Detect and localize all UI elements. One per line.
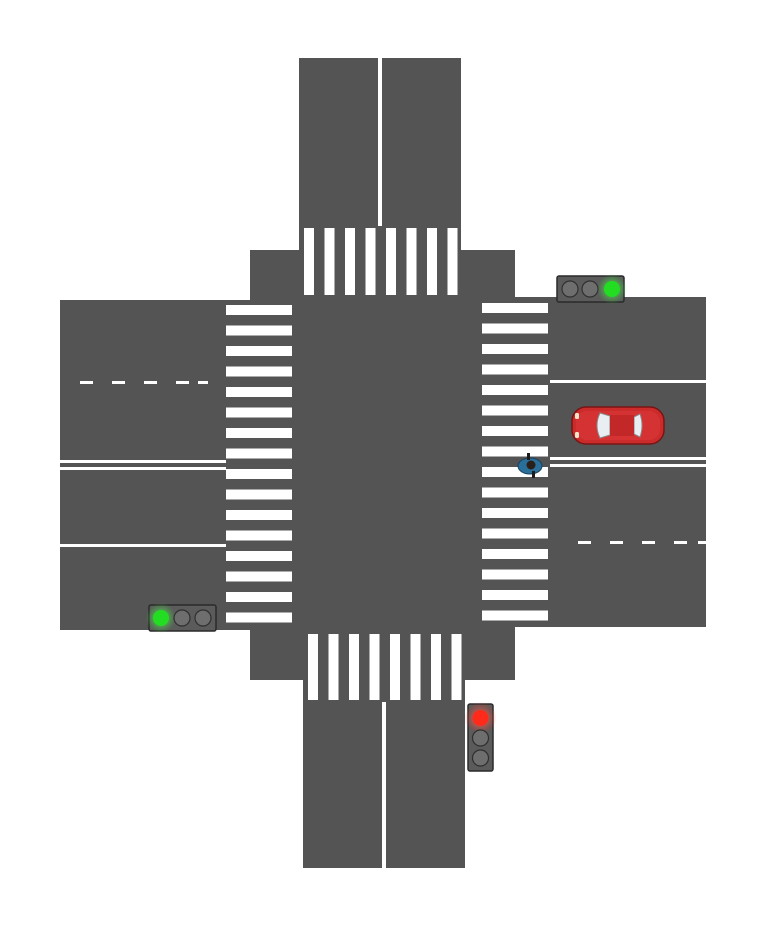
- east-crosswalk: [482, 303, 548, 621]
- north-crosswalk-stripe: [447, 228, 458, 295]
- west-crosswalk-stripe: [226, 305, 292, 315]
- north-crosswalk-stripe: [324, 228, 335, 295]
- west-crosswalk-stripe: [226, 407, 292, 418]
- west-crosswalk-stripe: [226, 346, 292, 356]
- tl-east-green-lamp: [604, 281, 620, 297]
- east-crosswalk-stripe: [482, 364, 548, 375]
- traffic-light-east: [556, 274, 627, 304]
- south-crosswalk-stripe: [451, 634, 462, 700]
- tl-west-lamp-3: [194, 609, 212, 627]
- west-crosswalk-stripe: [226, 448, 292, 459]
- west-crosswalk-stripe: [226, 428, 292, 438]
- west-crosswalk-stripe: [226, 530, 292, 541]
- east-crosswalk-stripe: [482, 487, 548, 498]
- south-crosswalk-stripe: [410, 634, 421, 700]
- east-crosswalk-stripe: [482, 323, 548, 334]
- west-dashed-line: [80, 381, 208, 384]
- car-windshield: [596, 412, 611, 439]
- intersection-center: [250, 250, 515, 680]
- east-crosswalk-stripe: [482, 590, 548, 600]
- south-crosswalk-stripe: [308, 634, 318, 700]
- south-crosswalk-stripe: [328, 634, 339, 700]
- tl-south-lamp-3: [471, 749, 490, 767]
- west-lane-line: [60, 544, 226, 547]
- south-crosswalk: [308, 634, 462, 700]
- north-center-line: [378, 58, 382, 226]
- west-crosswalk-stripe: [226, 366, 292, 377]
- tl-west-lamp-2: [173, 609, 191, 627]
- traffic-light-west: [146, 603, 217, 633]
- west-crosswalk-stripe: [226, 325, 292, 336]
- west-crosswalk-stripe: [226, 592, 292, 602]
- east-dashed-line: [578, 541, 706, 544]
- south-crosswalk-stripe: [431, 634, 441, 700]
- tl-south-red-lamp: [472, 710, 489, 726]
- east-crosswalk-stripe: [482, 426, 548, 436]
- west-crosswalk-stripe: [226, 469, 292, 479]
- south-crosswalk-stripe: [349, 634, 359, 700]
- east-lane-line: [550, 380, 706, 383]
- pedestrian: [517, 453, 543, 478]
- east-crosswalk-stripe: [482, 549, 548, 559]
- west-crosswalk-stripe: [226, 571, 292, 582]
- east-double-line: [550, 457, 706, 467]
- south-crosswalk-stripe: [369, 634, 380, 700]
- east-crosswalk-stripe: [482, 467, 548, 477]
- south-crosswalk-stripe: [390, 634, 400, 700]
- tl-east-lamp-2: [581, 280, 599, 298]
- traffic-light-south: [464, 702, 497, 772]
- north-crosswalk: [304, 228, 458, 295]
- west-crosswalk-stripe: [226, 387, 292, 397]
- corner-ne: [461, 250, 511, 298]
- east-crosswalk-stripe: [482, 569, 548, 580]
- corner-se: [464, 626, 515, 680]
- car: [571, 406, 665, 445]
- east-crosswalk-stripe: [482, 610, 548, 621]
- north-crosswalk-stripe: [304, 228, 314, 295]
- north-crosswalk-stripe: [386, 228, 396, 295]
- west-crosswalk: [226, 305, 292, 623]
- car-rear-window: [633, 413, 643, 438]
- east-crosswalk-stripe: [482, 446, 548, 457]
- north-crosswalk-stripe: [406, 228, 417, 295]
- east-crosswalk-stripe: [482, 303, 548, 313]
- west-double-line: [60, 460, 226, 470]
- corner-nw: [249, 250, 299, 300]
- east-crosswalk-stripe: [482, 344, 548, 354]
- north-crosswalk-stripe: [345, 228, 355, 295]
- east-crosswalk-stripe: [482, 508, 548, 518]
- west-crosswalk-stripe: [226, 551, 292, 561]
- tl-south-lamp-2: [471, 729, 490, 747]
- tl-west-green-lamp: [153, 610, 169, 626]
- east-crosswalk-stripe: [482, 528, 548, 539]
- north-crosswalk-stripe: [427, 228, 437, 295]
- west-crosswalk-stripe: [226, 510, 292, 520]
- tl-east-lamp-1: [561, 280, 579, 298]
- corner-sw: [253, 630, 303, 680]
- north-crosswalk-stripe: [365, 228, 376, 295]
- west-crosswalk-stripe: [226, 489, 292, 500]
- east-crosswalk-stripe: [482, 385, 548, 395]
- west-crosswalk-stripe: [226, 612, 292, 623]
- east-crosswalk-stripe: [482, 405, 548, 416]
- lane-markings: [60, 58, 706, 868]
- south-center-line: [382, 702, 386, 868]
